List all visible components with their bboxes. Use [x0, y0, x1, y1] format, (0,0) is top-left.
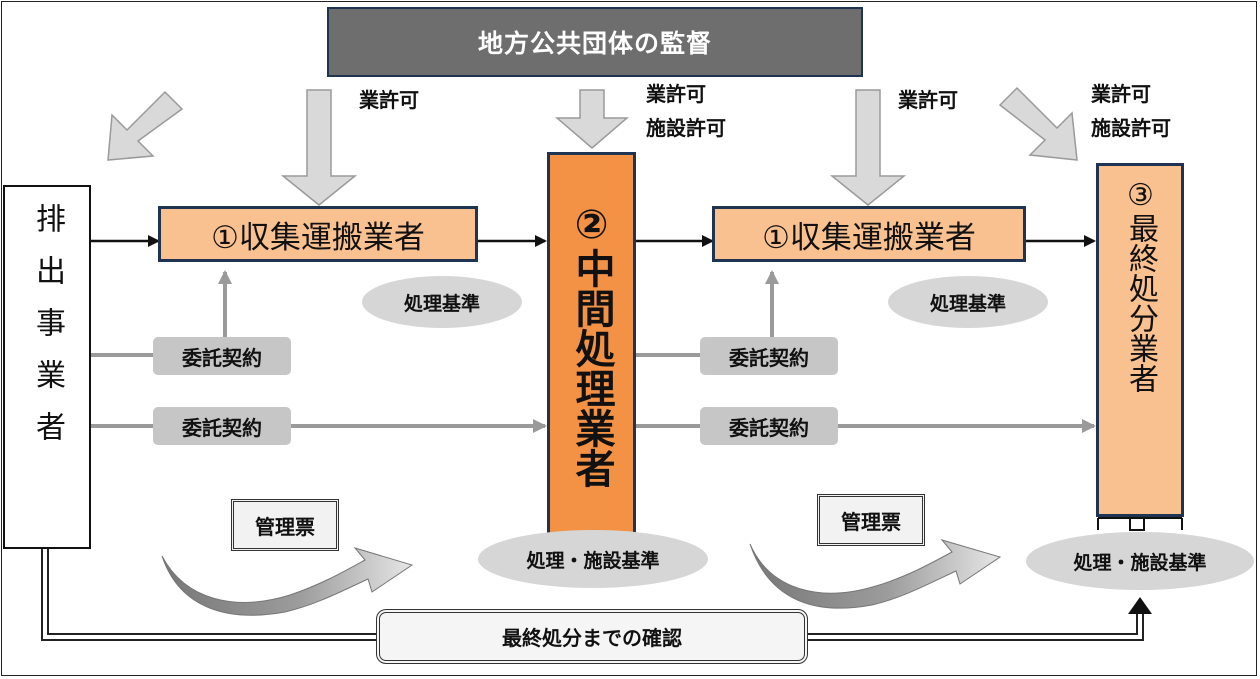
collector-box-1: ①収集運搬業者 — [158, 206, 478, 262]
manifest-label-1: 管理票 — [255, 514, 315, 539]
standard-label-3: 処理基準 — [929, 292, 1006, 315]
contract-label-1: 委託契約 — [182, 345, 262, 370]
permit-label-4a: 業許可 — [1091, 82, 1151, 106]
permit-label-1: 業許可 — [359, 88, 419, 112]
final-base-marks — [1097, 517, 1183, 531]
final-disposal-box: ③最終処分業者 — [1096, 163, 1184, 517]
intermediate-label: ②中間処理業者 — [568, 202, 615, 488]
supervision-arrow-2 — [554, 89, 630, 149]
contract-label-box-3: 委託契約 — [700, 337, 838, 375]
manifest-label-2: 管理票 — [841, 509, 901, 534]
supervision-title: 地方公共団体の監督 — [327, 7, 863, 77]
manifest-box-2: 管理票 — [817, 494, 925, 546]
confirmation-arrowhead — [1128, 597, 1152, 614]
supervision-arrow-1 — [280, 89, 358, 206]
standard-ellipse-1: 処理基準 — [362, 276, 522, 328]
collector-box-2: ①収集運搬業者 — [712, 206, 1026, 262]
contract-label-4: 委託契約 — [729, 415, 809, 440]
supervision-arrow-diag-left — [107, 90, 184, 161]
supervision-arrow-diag-right — [998, 86, 1078, 161]
contract-label-2: 委託契約 — [182, 415, 262, 440]
contract-label-box-4: 委託契約 — [700, 407, 838, 445]
final-disposal-label: ③最終処分業者 — [1123, 178, 1158, 393]
standard-label-2: 処理・施設基準 — [526, 549, 660, 572]
confirmation-label: 最終処分までの確認 — [502, 626, 682, 650]
manifest-box-1: 管理票 — [231, 499, 339, 551]
contract-label-3: 委託契約 — [729, 345, 809, 370]
permit-label-2b: 施設許可 — [646, 116, 726, 140]
permit-label-3: 業許可 — [898, 88, 958, 112]
collector-label-1: ①収集運搬業者 — [211, 219, 425, 256]
contract-label-box-2: 委託契約 — [153, 407, 291, 445]
manifest-curve-arrow-2 — [749, 539, 1002, 609]
supervision-arrow-3 — [829, 89, 907, 206]
standard-ellipse-4: 処理・施設基準 — [1026, 532, 1254, 590]
confirmation-connector — [41, 549, 1144, 641]
confirmation-box: 最終処分までの確認 — [376, 609, 808, 664]
permit-label-2a: 業許可 — [646, 82, 706, 106]
intermediate-box: ②中間処理業者 — [547, 152, 636, 538]
standard-ellipse-2: 処理・施設基準 — [478, 530, 708, 588]
collector-label-2: ①収集運搬業者 — [762, 219, 976, 256]
contract-label-box-1: 委託契約 — [153, 337, 291, 375]
manifest-curve-arrow-1 — [161, 547, 414, 616]
standard-label-4: 処理・施設基準 — [1073, 551, 1207, 574]
emitter-box: 排出事業者 — [3, 185, 91, 549]
supervision-title-text: 地方公共団体の監督 — [477, 29, 712, 58]
standard-label-1: 処理基準 — [403, 292, 480, 315]
standard-ellipse-3: 処理基準 — [888, 276, 1048, 328]
permit-label-4b: 施設許可 — [1091, 116, 1171, 140]
emitter-label: 排出事業者 — [30, 203, 65, 463]
